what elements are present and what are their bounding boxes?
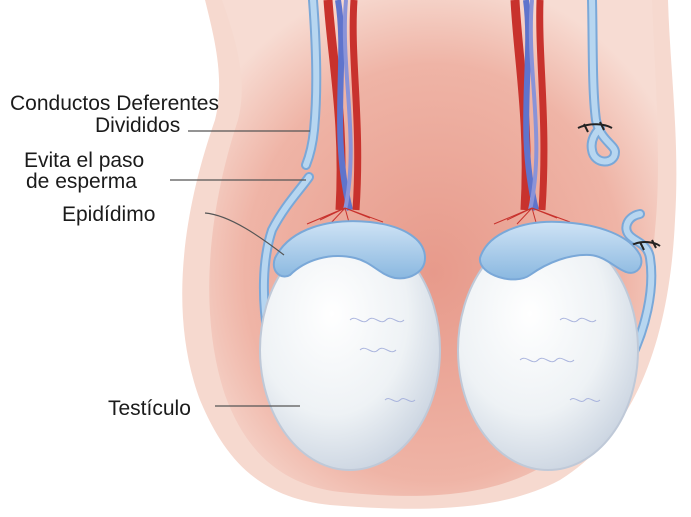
label-divididos: Divididos — [95, 115, 180, 136]
label-de-esperma: de esperma — [26, 171, 137, 192]
label-testiculo: Testículo — [108, 398, 191, 419]
label-conductos-deferentes: Conductos Deferentes — [10, 93, 219, 114]
label-evita-el-paso: Evita el paso — [24, 150, 144, 171]
label-epididimo: Epidídimo — [62, 204, 155, 225]
